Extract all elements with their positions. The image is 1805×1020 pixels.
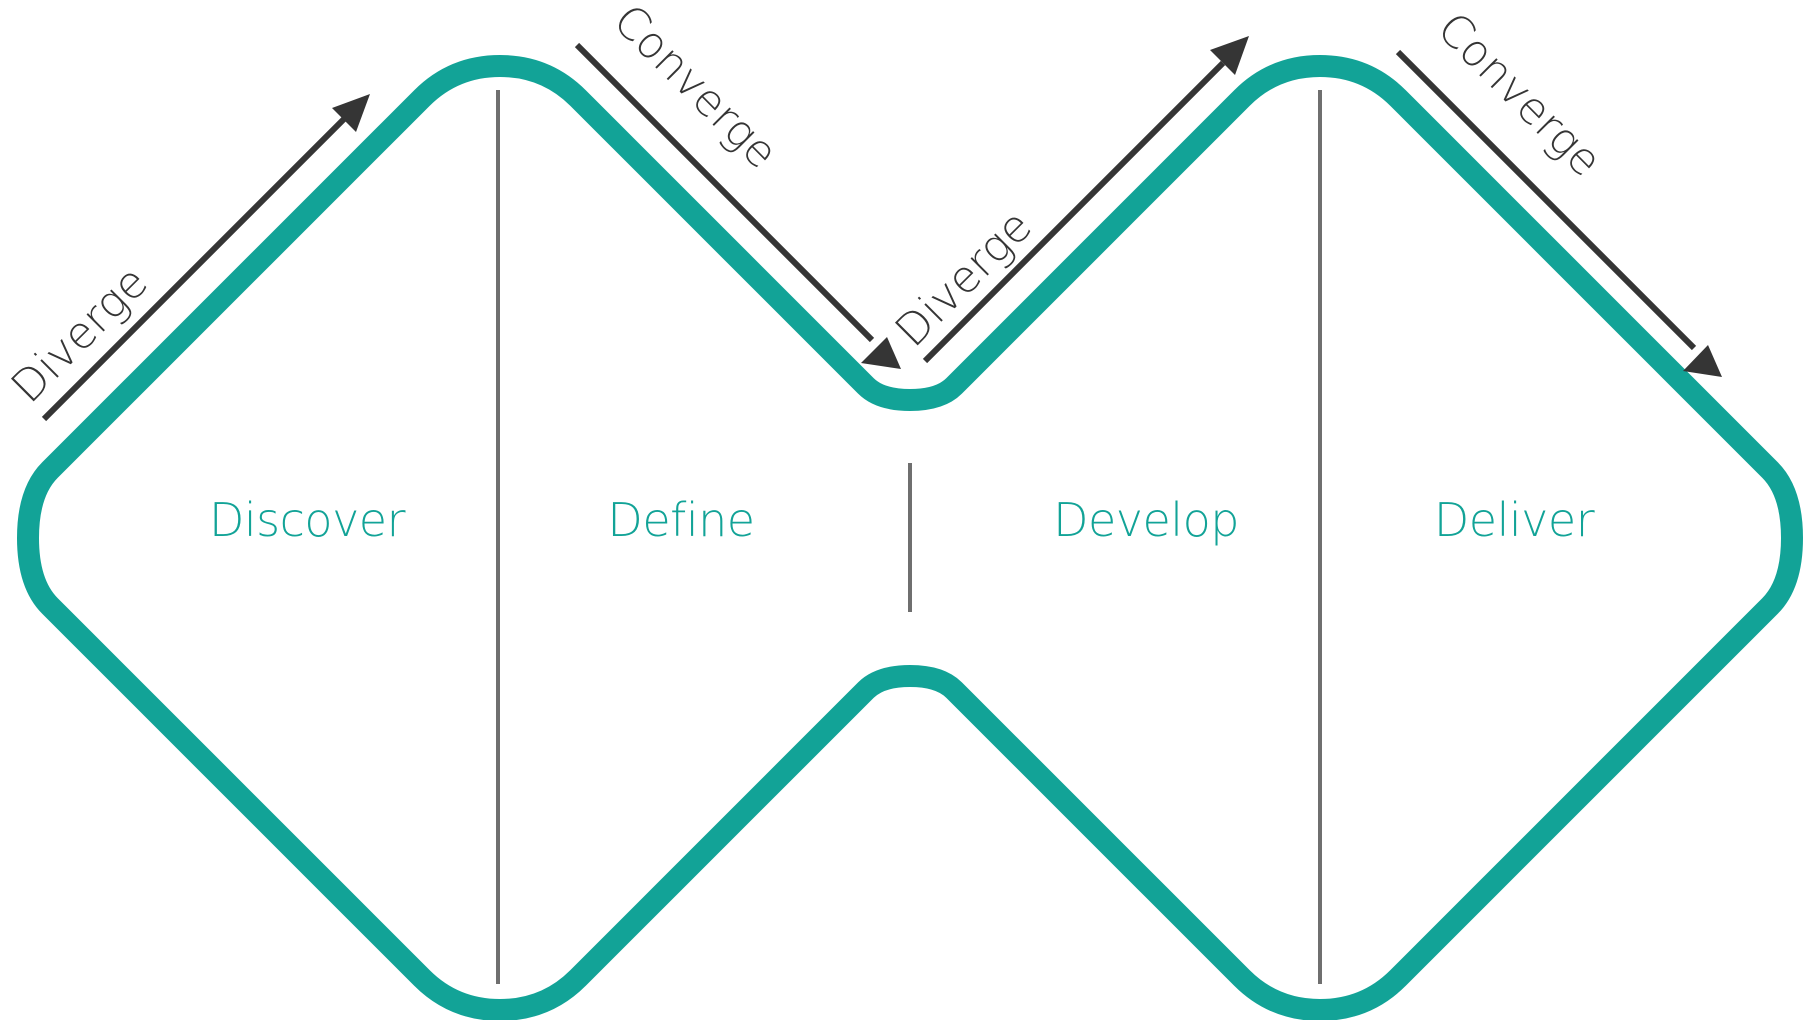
diverge-arrow-2 bbox=[922, 60, 1226, 364]
phase-deliver: Deliver bbox=[1434, 493, 1595, 547]
converge-arrow-1 bbox=[574, 42, 875, 343]
converge-arrow-1-head bbox=[861, 337, 901, 369]
diverge-arrow-2-head bbox=[1210, 36, 1249, 75]
phase-discover: Discover bbox=[209, 493, 406, 547]
converge-arrow-2-head bbox=[1683, 345, 1722, 377]
phase-define: Define bbox=[607, 493, 754, 547]
converge-arrow-2 bbox=[1395, 49, 1697, 351]
phase-develop: Develop bbox=[1053, 493, 1239, 547]
diverge-arrow-1-head bbox=[332, 94, 370, 132]
double-diamond-outline bbox=[17, 55, 1803, 1020]
diverge-arrow-1 bbox=[41, 114, 349, 422]
